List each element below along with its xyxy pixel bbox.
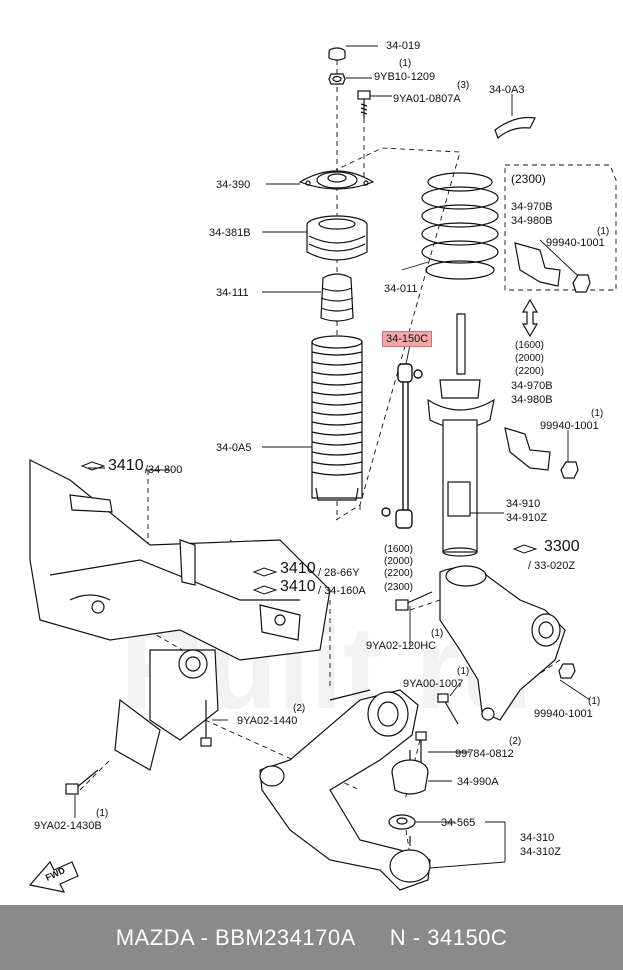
footer-bar: MAZDA - BBM234170A N - 34150C <box>0 905 623 970</box>
group-icons <box>80 461 538 595</box>
variant-2200-left: (2200) <box>384 568 413 579</box>
lower-bracket-left <box>114 649 219 771</box>
bolt-9ya02-1440 <box>200 700 212 747</box>
label-34-310z: 34-310Z <box>520 846 561 858</box>
qty-99784-0812: (2) <box>509 736 522 747</box>
bracket-assembly-2300 <box>514 242 591 293</box>
qty-9ya02-1430b: (1) <box>96 808 109 819</box>
qty-9yb10-1209: (1) <box>399 58 412 69</box>
bolt-99784-0812 <box>415 731 427 762</box>
label-99940-1001-mid: 99940-1001 <box>540 420 599 432</box>
bolt-9ya02-120hc <box>395 591 433 611</box>
sublabel-34-160a: / 34-160A <box>318 585 366 597</box>
variant-2200-right: (2200) <box>515 366 544 377</box>
variant-1600-right: (1600) <box>515 340 544 351</box>
qty-9ya02-120hc: (1) <box>431 628 444 639</box>
label-9ya02-120hc: 9YA02-120HC <box>366 640 437 652</box>
label-9yb10-1209: 9YB10-1209 <box>374 71 436 83</box>
mount-bearing-34-381b <box>306 215 368 261</box>
lower-arm-34-310 <box>259 689 431 891</box>
qty-9ya02-1440: (2) <box>293 703 306 714</box>
sublabel-28-66y: / 28-66Y <box>318 567 360 579</box>
mount-plate-34-390 <box>298 170 375 190</box>
leader-lines <box>74 45 591 869</box>
double-arrow <box>521 298 539 338</box>
label-9ya00-1007: 9YA00-1007 <box>403 678 464 690</box>
strut-34-910 <box>427 313 495 557</box>
bolt-9ya02-1430b <box>65 769 99 795</box>
qty-99940-1001-top: (1) <box>597 226 610 237</box>
subframe-crossmember <box>29 459 331 661</box>
label-99940-1001-top: 99940-1001 <box>546 237 605 249</box>
nut-99940-1001 <box>558 663 576 679</box>
label-34-0a3: 34-0A3 <box>489 84 525 96</box>
variant-2000-right: (2000) <box>515 353 544 364</box>
bracket-assembly-lower <box>504 427 579 479</box>
steering-knuckle-3300 <box>439 565 566 721</box>
bolt-9ya00-1007 <box>437 693 459 725</box>
footer-oem-number: N - 34150C <box>389 924 508 950</box>
label-34-019: 34-019 <box>386 40 421 52</box>
label-34-980b-lower: 34-980B <box>511 394 553 406</box>
label-9ya01-0807a: 9YA01-0807A <box>393 93 461 105</box>
label-34-111: 34-111 <box>216 287 249 299</box>
label-34-980b-top: 34-980B <box>511 215 553 227</box>
variant-2300-left: (2300) <box>384 582 413 593</box>
footer-make-part: MAZDA - BBM234170A <box>115 924 356 950</box>
qty-9ya00-1007: (1) <box>457 666 470 677</box>
fwd-arrow <box>28 860 79 893</box>
label-34-970b-top: 34-970B <box>511 201 553 213</box>
coil-spring-34-011 <box>421 172 499 280</box>
dust-boot-34-0a5 <box>311 335 363 501</box>
label-99940-1001-low: 99940-1001 <box>534 708 593 720</box>
nut-9yb10-1209 <box>328 73 346 85</box>
label-99784-0812: 99784-0812 <box>455 748 514 760</box>
sublabel-33-020z: / 33-020Z <box>528 560 576 572</box>
label-34-150c-highlight: 34-150C <box>382 331 433 347</box>
label-3410-bushing: 3410 <box>280 578 316 595</box>
variant-1600-left: (1600) <box>384 544 413 555</box>
spring-seat-34-0a3 <box>494 116 536 140</box>
qty-9ya01-0807a: (3) <box>457 80 470 91</box>
label-34-390: 34-390 <box>216 179 251 191</box>
label-34-310: 34-310 <box>520 832 555 844</box>
qty-99940-1001-mid: (1) <box>591 408 604 419</box>
sublabel-34-800: /34-800 <box>145 464 183 476</box>
label-34-990a: 34-990A <box>457 776 499 788</box>
label-3410-crossmember: 3410 <box>108 457 144 474</box>
ball-joint-34-990a <box>391 750 429 795</box>
label-34-011: 34-011 <box>384 283 418 295</box>
label-3410-stabilizer: 3410 <box>280 560 316 577</box>
bolt-9ya01-0807a <box>357 90 371 118</box>
label-34-910: 34-910 <box>506 498 541 510</box>
qty-99940-1001-low: (1) <box>588 696 601 707</box>
parts-diagram <box>28 45 617 893</box>
label-9ya02-1430b: 9YA02-1430B <box>34 820 102 832</box>
stabilizer-link-34-150c <box>381 363 423 529</box>
label-34-910z: 34-910Z <box>506 512 547 524</box>
label-34-0a5: 34-0A5 <box>216 442 252 454</box>
bump-stop-34-111 <box>320 273 354 322</box>
bump-cap-34-019 <box>328 47 346 61</box>
variant-2000-left: (2000) <box>384 556 413 567</box>
label-34-565: 34-565 <box>441 817 476 829</box>
label-2300-group: (2300) <box>511 172 546 186</box>
label-3300-knuckle: 3300 <box>544 538 580 555</box>
dust-cover-34-565 <box>388 814 416 830</box>
label-34-970b-lower: 34-970B <box>511 380 553 392</box>
label-9ya02-1440: 9YA02-1440 <box>237 715 298 727</box>
label-34-381b: 34-381B <box>209 227 251 239</box>
